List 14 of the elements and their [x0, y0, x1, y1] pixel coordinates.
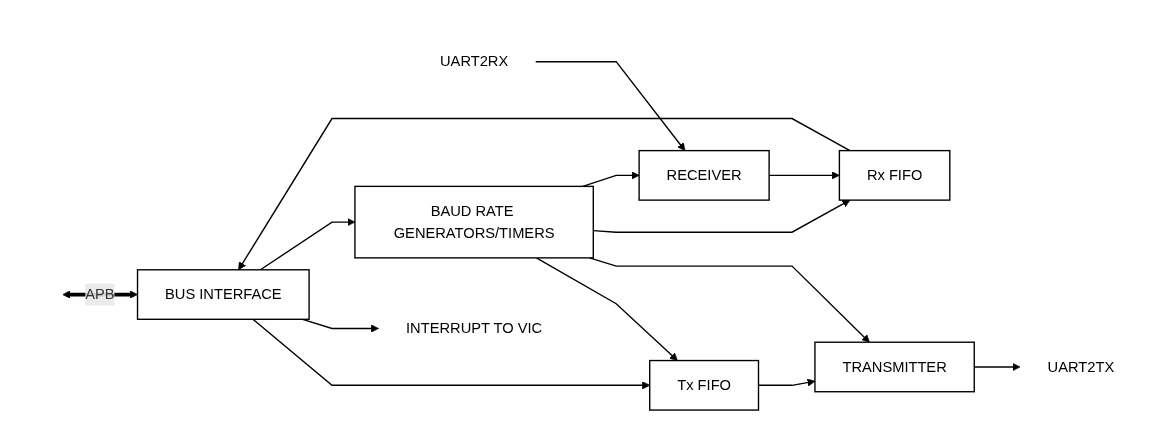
node-box: BUS INTERFACE: [136, 269, 310, 320]
node-box: Tx FIFO: [649, 359, 760, 411]
node-box: BAUD RATE GENERATORS/TIMERS: [354, 185, 594, 259]
arrow: [535, 257, 678, 361]
arrow: [535, 61, 686, 151]
node-text: INTERRUPT TO VIC: [406, 320, 543, 336]
node-box: Rx FIFO: [838, 149, 951, 201]
node-box: RECEIVER: [638, 149, 770, 201]
node-text: UART2RX: [440, 53, 509, 70]
edge-label: APB: [85, 286, 115, 302]
node-box: TRANSMITTER: [814, 341, 975, 393]
node-text: UART2TX: [1047, 358, 1115, 375]
arrow: [582, 171, 640, 188]
arrow: [238, 117, 851, 271]
